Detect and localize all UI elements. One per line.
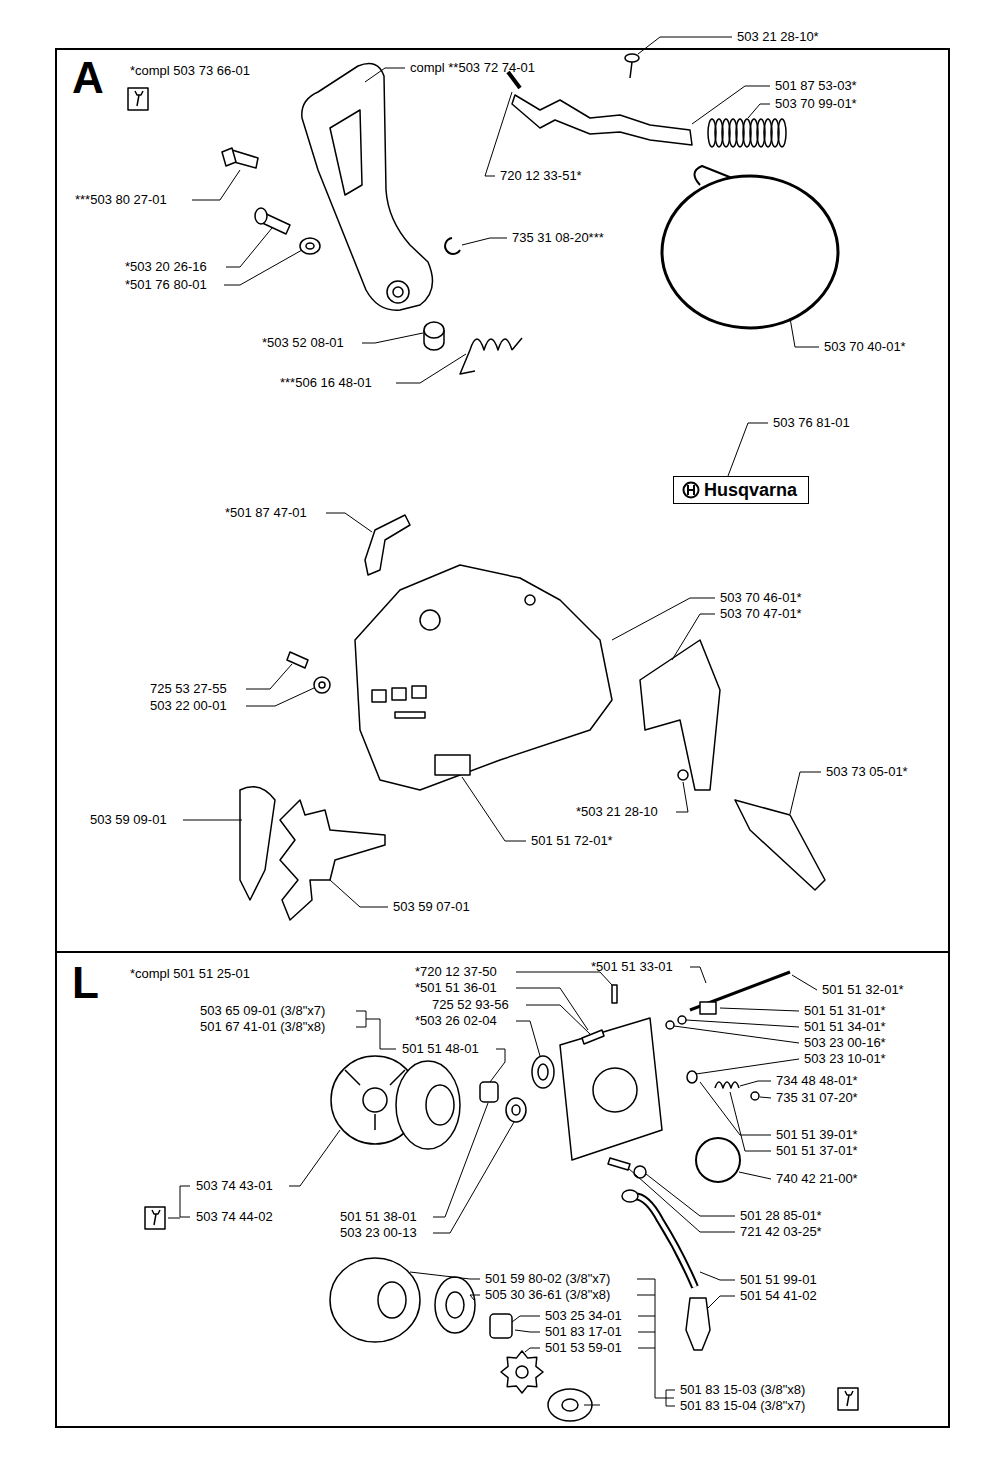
brand-logo <box>682 481 700 499</box>
part-number: 503 70 99-01* <box>775 96 857 112</box>
part-number: ***506 16 48-01 <box>280 375 372 391</box>
part-number: *501 51 36-01 <box>415 980 497 996</box>
part-number: 503 23 00-13 <box>340 1225 417 1241</box>
part-number: *501 87 47-01 <box>225 505 307 521</box>
kit-number: *compl 501 51 25-01 <box>130 967 250 980</box>
part-number: 501 51 37-01* <box>776 1143 858 1159</box>
part-number: 503 23 10-01* <box>804 1051 886 1067</box>
part-number: 501 54 41-02 <box>740 1288 817 1304</box>
part-number: *503 26 02-04 <box>415 1013 497 1029</box>
part-number: 503 74 44-02 <box>196 1209 273 1225</box>
part-number: 503 59 07-01 <box>393 899 470 915</box>
part-number: 725 53 27-55 <box>150 681 227 697</box>
part-number: 734 48 48-01* <box>776 1073 858 1089</box>
kit-number: *compl 503 73 66-01 <box>130 64 250 77</box>
part-number: 501 53 59-01 <box>545 1340 622 1356</box>
part-number: 501 67 41-01 (3/8"x8) <box>200 1019 325 1035</box>
part-number: ***503 80 27-01 <box>75 192 167 208</box>
brand-plate: Husqvarna <box>673 476 809 504</box>
brand-name: Husqvarna <box>704 480 797 500</box>
part-number: 725 52 93-56 <box>432 997 509 1013</box>
part-number: 501 51 34-01* <box>804 1019 886 1035</box>
part-number: 501 51 38-01 <box>340 1209 417 1225</box>
figure-panel: A *compl 503 73 66-01Husqvarna <box>55 48 950 953</box>
part-number: 503 74 43-01 <box>196 1178 273 1194</box>
part-number: 503 23 00-16* <box>804 1035 886 1051</box>
part-number: 503 70 47-01* <box>720 606 802 622</box>
section-letter: L <box>72 961 99 1005</box>
part-number: 503 73 05-01* <box>826 764 908 780</box>
part-number: 501 51 31-01* <box>804 1003 886 1019</box>
part-number: 720 12 33-51* <box>500 168 582 184</box>
part-number: 501 87 53-03* <box>775 78 857 94</box>
part-number: 503 76 81-01 <box>773 415 850 431</box>
part-number: *503 20 26-16 <box>125 259 207 275</box>
part-number: 721 42 03-25* <box>740 1224 822 1240</box>
part-number: 740 42 21-00* <box>776 1171 858 1187</box>
section-letter: A <box>72 56 104 100</box>
part-number: 501 51 72-01* <box>531 833 613 849</box>
part-number: *501 76 80-01 <box>125 277 207 293</box>
part-number: 503 25 34-01 <box>545 1308 622 1324</box>
part-number: 501 59 80-02 (3/8"x7) <box>485 1271 610 1287</box>
part-number: *720 12 37-50 <box>415 964 497 980</box>
part-number: 503 70 40-01* <box>824 339 906 355</box>
part-number: 503 21 28-10* <box>737 29 819 45</box>
part-number: 505 30 36-61 (3/8"x8) <box>485 1287 610 1303</box>
part-number: *503 21 28-10 <box>576 804 658 820</box>
part-number: 501 83 15-04 (3/8"x7) <box>680 1398 805 1414</box>
part-number: 501 51 48-01 <box>402 1041 479 1057</box>
part-number: 735 31 07-20* <box>776 1090 858 1106</box>
part-number: 501 51 99-01 <box>740 1272 817 1288</box>
part-number: 503 65 09-01 (3/8"x7) <box>200 1003 325 1019</box>
part-number: 503 59 09-01 <box>90 812 167 828</box>
part-number: 503 22 00-01 <box>150 698 227 714</box>
part-number: 735 31 08-20*** <box>512 230 604 246</box>
part-number: *501 51 33-01 <box>591 959 673 975</box>
part-number: 501 83 15-03 (3/8"x8) <box>680 1382 805 1398</box>
part-number: *503 52 08-01 <box>262 335 344 351</box>
part-number: compl **503 72 74-01 <box>410 60 535 76</box>
part-number: 503 70 46-01* <box>720 590 802 606</box>
part-number: 501 28 85-01* <box>740 1208 822 1224</box>
part-number: 501 83 17-01 <box>545 1324 622 1340</box>
part-number: 501 51 32-01* <box>822 982 904 998</box>
part-number: 501 51 39-01* <box>776 1127 858 1143</box>
